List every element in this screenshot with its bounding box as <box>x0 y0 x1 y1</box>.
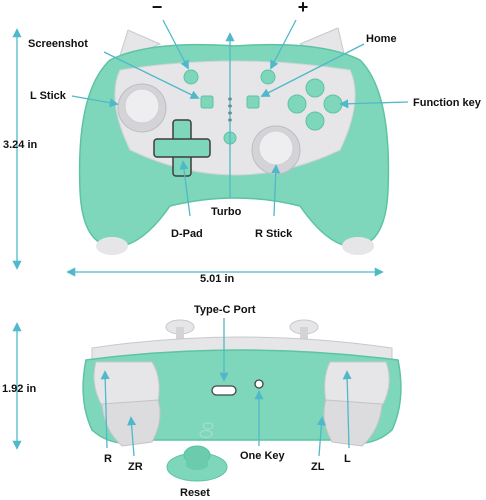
type-c-port <box>211 385 237 396</box>
left-shoulder-r[interactable] <box>93 361 160 407</box>
callout-arrows-side <box>100 318 352 457</box>
right-stick-cap[interactable] <box>258 130 294 166</box>
home-button[interactable] <box>246 95 260 109</box>
l-label: L <box>344 453 351 465</box>
minus-button[interactable] <box>183 69 199 85</box>
plus-button[interactable] <box>260 69 276 85</box>
height-side-label: 1.92 in <box>2 383 37 395</box>
face-button-top[interactable] <box>305 78 325 98</box>
callout-arrows-top <box>71 19 409 217</box>
l-stick-label: L Stick <box>30 90 67 102</box>
screenshot-button[interactable] <box>200 95 214 109</box>
reset-label: Reset <box>180 487 210 499</box>
zl-label: ZL <box>311 461 325 473</box>
function-key-label: Function key <box>413 97 482 109</box>
width-label: 5.01 in <box>200 273 235 285</box>
face-button-left[interactable] <box>287 94 307 114</box>
right-grip-tip <box>342 237 374 255</box>
height-top-label: 3.24 in <box>3 139 38 151</box>
left-stick-cap[interactable] <box>124 88 160 124</box>
left-grip-tip <box>96 237 128 255</box>
face-button-bottom[interactable] <box>305 111 325 131</box>
plus-label: + <box>298 0 309 17</box>
type-c-port-label: Type-C Port <box>194 304 256 316</box>
zr-label: ZR <box>128 461 143 473</box>
minus-label: − <box>152 0 163 17</box>
r-stick-label: R Stick <box>255 228 293 240</box>
right-trigger-zl[interactable] <box>323 399 383 447</box>
one-key-hole[interactable] <box>254 379 264 389</box>
r-label: R <box>104 453 112 465</box>
screenshot-label: Screenshot <box>28 38 88 50</box>
one-key-label: One Key <box>240 450 286 462</box>
controller-top-view <box>78 27 390 255</box>
dimension-arrows-top <box>12 28 384 277</box>
turbo-label: Turbo <box>211 206 242 218</box>
right-shoulder-l[interactable] <box>324 361 390 407</box>
face-button-right[interactable] <box>323 94 343 114</box>
home-label: Home <box>366 33 397 45</box>
d-pad-label: D-Pad <box>171 228 203 240</box>
